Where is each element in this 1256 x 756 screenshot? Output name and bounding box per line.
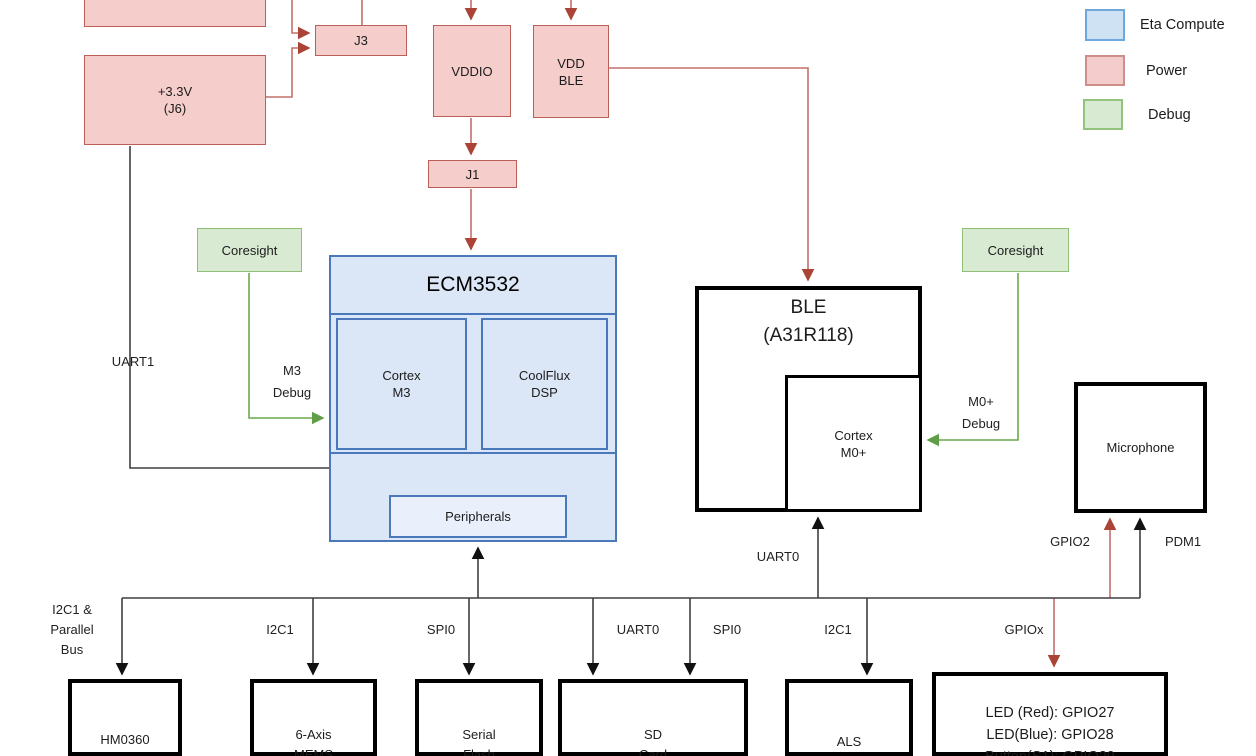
node-vdd-ble: VDD BLE [533,25,609,118]
node-supply-3v3-j6: +3.3V (J6) [84,55,266,145]
wire-label-i2c1-als: I2C1 [824,622,852,637]
led-button-label: LED (Red): GPIO27 LED(Blue): GPIO28 Butt… [985,705,1115,756]
6axis-mems-label: 6-Axis MEMS [294,727,333,756]
ecm-lower-divider [331,452,615,454]
node-vddio: VDDIO [433,25,511,117]
node-j1: J1 [428,160,517,188]
legend-label-power: Power [1146,63,1188,79]
node-cortex-m0plus: Cortex M0+ [785,375,922,512]
ble-title: BLE (A31R118) [763,297,854,346]
node-coolflux-dsp: CoolFlux DSP [481,318,608,450]
hm0360-label: HM0360 [100,732,150,747]
wire-label-i2c1-mems: I2C1 [266,622,294,637]
wire-label-spi0-flash: SPI0 [426,622,456,637]
node-coresight-right: Coresight [962,228,1069,272]
sd-card-label: SD Card [638,727,668,756]
node-j3: J3 [315,25,407,56]
legend-swatch-debug [1083,99,1123,130]
node-power-top-partial [84,0,266,27]
node-peripherals: Peripherals [389,495,567,538]
node-als: ALS [785,679,913,756]
node-sd-card: SD Card [558,679,748,756]
node-cortex-m3: Cortex M3 [336,318,467,450]
node-led-button-block: LED (Red): GPIO27 LED(Blue): GPIO28 Butt… [932,672,1168,756]
legend-label-debug: Debug [1148,107,1191,123]
legend-swatch-power [1085,55,1125,86]
serial-flash-label: Serial Flash [462,727,496,756]
wire-label-uart1: UART1 [111,354,155,369]
wire-label-i2c1-parallel-bus: I2C1 & Parallel Bus [50,602,94,657]
wire-label-gpiox: GPIOx [1004,622,1044,637]
legend-label-eta-compute: Eta Compute [1140,17,1225,33]
wire-label-uart0-ble: UART0 [756,549,800,564]
ecm3532-title: ECM3532 [426,272,520,296]
wire-label-m0-debug: M0+ Debug [961,394,1001,431]
node-hm0360: HM0360 [68,679,182,756]
wire-label-gpio2: GPIO2 [1050,534,1090,549]
node-coresight-left: Coresight [197,228,302,272]
node-microphone: Microphone [1074,382,1207,513]
node-serial-flash: Serial Flash [415,679,543,756]
wire-label-pdm1: PDM1 [1164,534,1202,549]
ecm-title-divider [331,313,615,315]
wire-label-spi0-sd: SPI0 [712,622,742,637]
als-label: ALS [836,734,862,749]
legend-swatch-eta-compute [1085,9,1125,41]
wire-label-m3-debug: M3 Debug [272,363,312,400]
node-6axis-mems: 6-Axis MEMS [250,679,377,756]
wire-label-uart0-sd: UART0 [616,622,660,637]
